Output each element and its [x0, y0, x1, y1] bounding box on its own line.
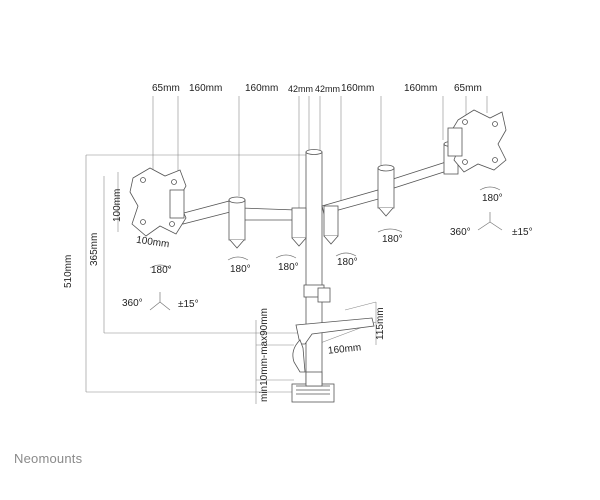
swivel-right-label: 180°	[482, 193, 503, 204]
left-rotation-symbol	[149, 264, 171, 311]
dim-arm-height: 365mm	[89, 232, 100, 266]
dim-right-arm-2: 160mm	[341, 83, 375, 94]
dim-left-arm-1: 160mm	[189, 83, 223, 94]
dim-right-arm-1: 160mm	[404, 83, 438, 94]
swivel-l2-label: 180°	[278, 262, 299, 273]
dim-left-vesa-offset: 65mm	[152, 83, 180, 94]
dimension-lines	[85, 96, 488, 404]
swivel-arcs	[227, 228, 403, 261]
dim-total-height: 510mm	[63, 254, 74, 288]
center-pole	[303, 149, 331, 393]
swivel-l1-label: 180°	[230, 264, 251, 275]
left-arm	[179, 196, 307, 249]
right-arm	[321, 141, 459, 245]
left-vesa-plate	[129, 167, 187, 237]
rotate-left-label: 360°	[122, 298, 143, 309]
right-rotation-symbol	[477, 186, 503, 231]
dim-clamp-range: min10mm-max90mm	[259, 308, 270, 402]
dim-right-center: 42mm	[315, 84, 341, 94]
brand-logo: Neomounts	[14, 451, 83, 466]
right-vesa-plate	[447, 109, 507, 173]
desk-clamp	[291, 317, 375, 403]
dim-clamp-height: 115mm	[375, 307, 386, 340]
swivel-r1-label: 180°	[382, 234, 403, 245]
tilt-right-label: ±15°	[512, 227, 533, 238]
swivel-left-label: 180°	[151, 265, 172, 276]
swivel-r2-label: 180°	[337, 257, 358, 268]
dim-right-vesa-offset: 65mm	[454, 83, 482, 94]
tilt-left-label: ±15°	[178, 299, 199, 310]
dim-left-arm-2: 160mm	[245, 83, 279, 94]
rotate-right-label: 360°	[450, 227, 471, 238]
dim-left-vesa-height: 100mm	[112, 188, 123, 222]
dim-left-center: 42mm	[288, 84, 314, 94]
